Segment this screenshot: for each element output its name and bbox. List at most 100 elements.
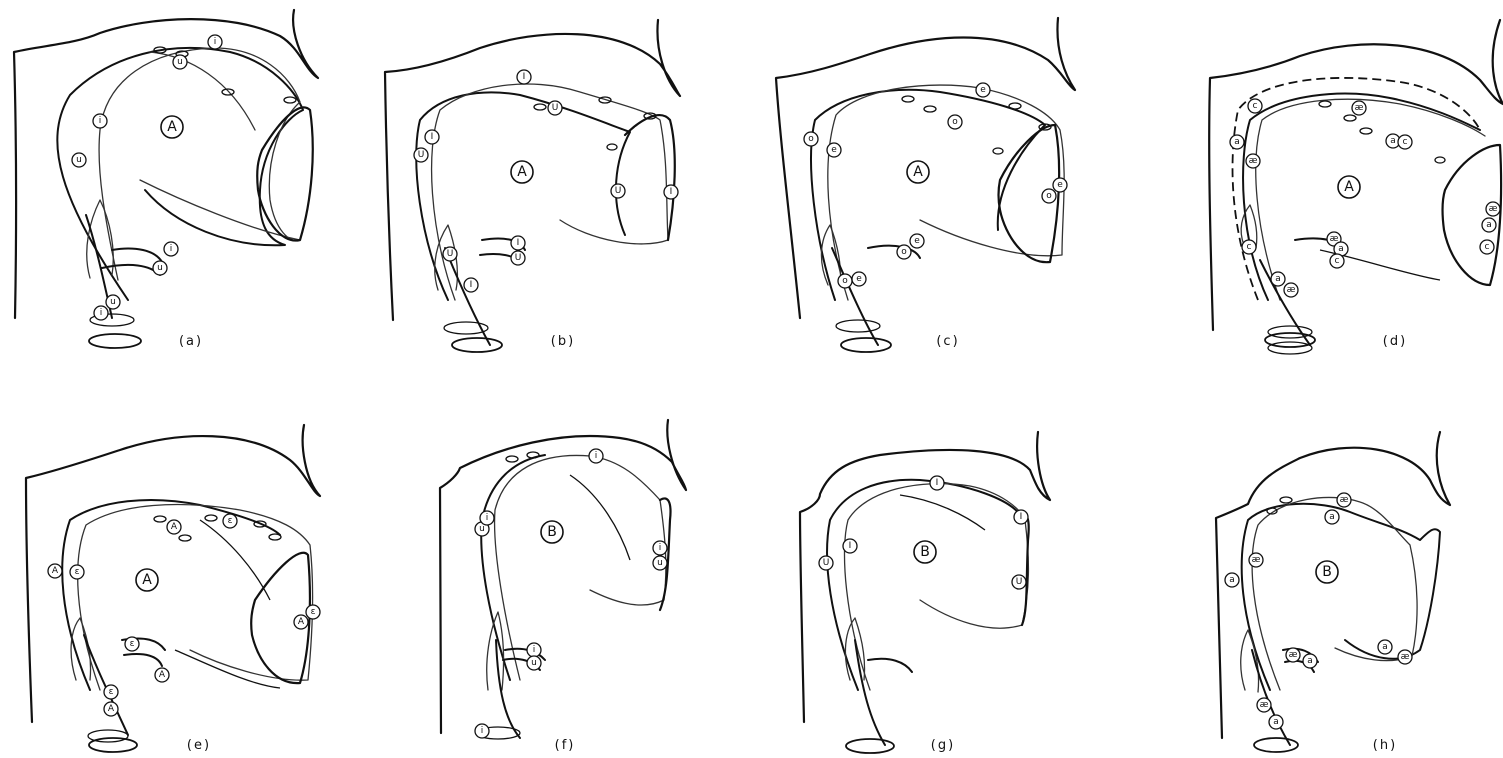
svg-text:a: a bbox=[1486, 220, 1492, 230]
marker-e: e bbox=[1053, 178, 1067, 192]
vocal-fold-ellipse bbox=[452, 338, 502, 352]
svg-text:e: e bbox=[914, 236, 920, 246]
marker-U: U bbox=[819, 556, 833, 570]
velum-outline bbox=[257, 107, 313, 240]
marker-I: I bbox=[664, 185, 678, 199]
panel-a: A i u i u i u u i (a) bbox=[14, 10, 318, 349]
svg-text:æ: æ bbox=[1252, 555, 1261, 565]
speaker-label: B bbox=[914, 541, 936, 563]
marker-epsilon: ε bbox=[223, 514, 237, 528]
marker-c: c bbox=[1480, 240, 1494, 254]
svg-text:o: o bbox=[901, 247, 907, 257]
svg-text:i: i bbox=[214, 37, 217, 47]
vocal-tract-outline bbox=[440, 420, 686, 733]
svg-text:U: U bbox=[515, 253, 522, 263]
svg-text:A: A bbox=[171, 522, 178, 532]
panel-caption: (d) bbox=[1383, 334, 1407, 349]
svg-text:e: e bbox=[980, 85, 986, 95]
marker-a: a bbox=[1230, 135, 1244, 149]
panel-b: A I U I U U I I U U I (b) bbox=[385, 20, 680, 352]
svg-text:i: i bbox=[100, 308, 103, 318]
tongue-contour-i bbox=[495, 455, 666, 680]
marker-U: U bbox=[414, 148, 428, 162]
svg-text:A: A bbox=[159, 670, 166, 680]
svg-text:æ: æ bbox=[1355, 103, 1364, 113]
svg-text:æ: æ bbox=[1260, 700, 1269, 710]
svg-text:i: i bbox=[486, 513, 489, 523]
vocal-fold-ellipse bbox=[1254, 738, 1298, 752]
marker-U: U bbox=[443, 247, 457, 261]
marker-a: a bbox=[1325, 510, 1339, 524]
vocal-tract-outline bbox=[1216, 432, 1450, 738]
svg-text:e: e bbox=[1057, 180, 1063, 190]
svg-text:I: I bbox=[431, 132, 434, 142]
marker-e: e bbox=[827, 143, 841, 157]
speaker-label: A bbox=[161, 116, 183, 138]
marker-A: A bbox=[294, 615, 308, 629]
marker-ae: æ bbox=[1284, 283, 1298, 297]
panel-h: B æ a a æ a æ æ a æ a (h) bbox=[1216, 432, 1450, 753]
svg-text:c: c bbox=[1485, 242, 1490, 252]
marker-c: c bbox=[1248, 99, 1262, 113]
panel-caption: (b) bbox=[551, 334, 575, 349]
marker-U: U bbox=[611, 184, 625, 198]
svg-text:B: B bbox=[920, 544, 930, 560]
svg-text:i: i bbox=[99, 116, 102, 126]
svg-text:ε: ε bbox=[311, 607, 316, 617]
epiglottis-contour bbox=[821, 225, 840, 285]
svg-text:o: o bbox=[808, 134, 814, 144]
svg-text:ε: ε bbox=[75, 567, 80, 577]
marker-o: o bbox=[838, 274, 852, 288]
vocal-tract-outline bbox=[800, 432, 1050, 722]
vocal-tract-outline bbox=[1209, 20, 1503, 330]
marker-i: i bbox=[164, 242, 178, 256]
svg-text:e: e bbox=[856, 274, 862, 284]
svg-text:c: c bbox=[1403, 137, 1408, 147]
vocal-fold-ellipse bbox=[89, 334, 141, 348]
marker-u: u bbox=[527, 656, 541, 670]
marker-ae: æ bbox=[1286, 648, 1300, 662]
svg-text:i: i bbox=[595, 451, 598, 461]
tongue-contour-i bbox=[432, 84, 668, 300]
svg-text:a: a bbox=[1275, 274, 1281, 284]
svg-text:a: a bbox=[1329, 512, 1335, 522]
svg-text:æ: æ bbox=[1401, 652, 1410, 662]
tongue-contour-U bbox=[827, 480, 1020, 690]
panel-caption: (e) bbox=[187, 738, 211, 753]
vocal-fold-ellipse bbox=[89, 738, 137, 752]
marker-ae: æ bbox=[1246, 154, 1260, 168]
marker-A: A bbox=[104, 702, 118, 716]
svg-text:a: a bbox=[1234, 137, 1240, 147]
speaker-label: A bbox=[136, 569, 158, 591]
marker-c: c bbox=[1398, 135, 1412, 149]
svg-text:i: i bbox=[659, 543, 662, 553]
marker-u: u bbox=[153, 261, 167, 275]
panel-caption: (h) bbox=[1373, 738, 1397, 753]
marker-I: I bbox=[1014, 510, 1028, 524]
marker-u: u bbox=[173, 55, 187, 69]
panel-caption: (f) bbox=[555, 738, 576, 753]
larynx-contour bbox=[84, 635, 165, 735]
svg-text:U: U bbox=[447, 249, 454, 259]
marker-o: o bbox=[1042, 189, 1056, 203]
svg-text:I: I bbox=[670, 187, 673, 197]
speaker-label: B bbox=[1316, 561, 1338, 583]
tongue-contour-u bbox=[57, 48, 303, 300]
svg-text:B: B bbox=[1322, 564, 1332, 580]
svg-text:o: o bbox=[842, 276, 848, 286]
marker-a: a bbox=[1225, 573, 1239, 587]
svg-text:æ: æ bbox=[1489, 204, 1498, 214]
speaker-label: A bbox=[907, 161, 929, 183]
svg-text:o: o bbox=[952, 117, 958, 127]
marker-I: I bbox=[464, 278, 478, 292]
marker-U: U bbox=[1012, 575, 1026, 589]
panel-f: B i u i i u i u i (f) bbox=[440, 420, 686, 753]
marker-i: i bbox=[94, 306, 108, 320]
marker-a: a bbox=[1303, 654, 1317, 668]
marker-c: c bbox=[1242, 240, 1256, 254]
svg-text:u: u bbox=[531, 658, 537, 668]
svg-text:æ: æ bbox=[1287, 285, 1296, 295]
marker-c: c bbox=[1330, 254, 1344, 268]
svg-text:ε: ε bbox=[109, 687, 114, 697]
marker-i: i bbox=[653, 541, 667, 555]
